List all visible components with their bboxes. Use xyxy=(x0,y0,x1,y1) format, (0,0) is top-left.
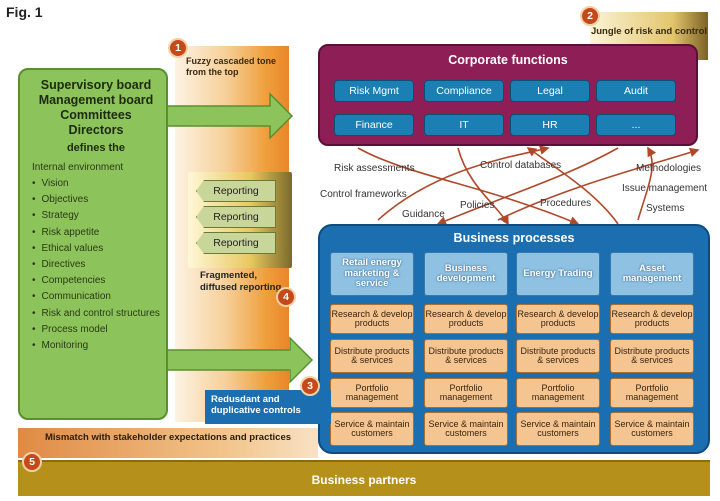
list-item: Strategy xyxy=(32,208,160,224)
list-item: Risk and control structures xyxy=(32,308,160,320)
flow-label: Guidance xyxy=(402,209,445,220)
function-hr: HR xyxy=(510,114,590,136)
badge-5: 5 xyxy=(22,452,42,472)
arrow-to-corporate xyxy=(150,92,294,140)
process-cell: Service & maintain customers xyxy=(330,412,414,446)
function-it: IT xyxy=(424,114,504,136)
column-header: Energy Trading xyxy=(516,252,600,296)
flow-label: Issue management xyxy=(622,183,708,194)
badge-4: 4 xyxy=(276,287,296,307)
column-header: Retail energy marketing & service xyxy=(330,252,414,296)
process-cell: Distribute products & services xyxy=(330,339,414,373)
column-header: Business development xyxy=(424,252,508,296)
process-cell: Research & develop products xyxy=(330,304,414,334)
process-cell: Portfolio management xyxy=(330,378,414,408)
board-line: Directors xyxy=(68,123,124,137)
fragmented-reporting-callout: Fragmented, diffused reporting xyxy=(200,270,282,293)
function-audit: Audit xyxy=(596,80,676,102)
list-item: Vision xyxy=(32,176,160,192)
defines-label: defines the xyxy=(66,142,126,154)
list-item: Risk appetite xyxy=(32,225,160,241)
process-cell: Service & maintain customers xyxy=(424,412,508,446)
function-finance: Finance xyxy=(334,114,414,136)
redundant-controls-callout: Redusdant and duplicative controls xyxy=(205,390,331,424)
function-risk-mgmt: Risk Mgmt xyxy=(334,80,414,102)
flow-label: Policies xyxy=(460,200,495,211)
function-legal: Legal xyxy=(510,80,590,102)
column-header: Asset management xyxy=(610,252,694,296)
list-item: Directives xyxy=(32,257,160,273)
function-more: ... xyxy=(596,114,676,136)
green-arrows xyxy=(150,92,314,384)
internal-environment-label: Internal environment xyxy=(32,162,124,173)
badge-2: 2 xyxy=(580,6,600,26)
mismatch-callout: Mismatch with stakeholder expectations a… xyxy=(18,428,318,458)
arrow-path xyxy=(357,147,580,226)
figure-label: Fig. 1 xyxy=(6,4,43,20)
process-cell: Research & develop products xyxy=(424,304,508,334)
badge-3: 3 xyxy=(300,376,320,396)
reporting-item: Reporting xyxy=(196,206,276,228)
list-item: Process model xyxy=(32,322,160,338)
process-cell: Distribute products & services xyxy=(610,339,694,373)
list-item: Monitoring xyxy=(32,338,160,354)
corporate-functions-title: Corporate functions xyxy=(448,53,568,67)
arrow-to-business xyxy=(150,336,314,384)
process-cell: Service & maintain customers xyxy=(610,412,694,446)
flow-label: Procedures xyxy=(540,198,592,209)
flow-label: Systems xyxy=(646,203,685,214)
process-cell: Research & develop products xyxy=(610,304,694,334)
list-item: Objectives xyxy=(32,192,160,208)
board-line: Management board xyxy=(38,93,154,107)
function-compliance: Compliance xyxy=(424,80,504,102)
arrow-path xyxy=(457,147,509,226)
list-item: Communication xyxy=(32,289,160,305)
process-cell: Distribute products & services xyxy=(516,339,600,373)
business-processes-title: Business processes xyxy=(453,231,575,245)
arrow-path xyxy=(497,147,700,221)
arrow-path xyxy=(637,146,657,221)
process-cell: Portfolio management xyxy=(424,378,508,408)
arrow-path xyxy=(436,147,619,226)
flow-label: Methodologies xyxy=(636,163,702,174)
flow-label: Risk assessments xyxy=(334,163,415,174)
process-cell: Distribute products & services xyxy=(424,339,508,373)
flow-label: Control databases xyxy=(480,160,562,171)
flow-label: Control frameworks xyxy=(320,189,407,200)
flow-arrows xyxy=(357,146,700,226)
list-item: Competencies xyxy=(32,273,160,289)
reporting-item: Reporting xyxy=(196,180,276,202)
governance-panel: Supervisory board Management board Commi… xyxy=(18,68,168,420)
board-line: Supervisory board xyxy=(40,78,152,92)
business-partners-bar: Business partners xyxy=(18,460,710,496)
process-cell: Portfolio management xyxy=(516,378,600,408)
arrow-path xyxy=(526,147,619,225)
environment-list: Vision Objectives Strategy Risk appetite… xyxy=(32,176,160,354)
process-cell: Research & develop products xyxy=(516,304,600,334)
reporting-item: Reporting xyxy=(196,232,276,254)
board-line: Committees xyxy=(60,108,132,122)
process-cell: Service & maintain customers xyxy=(516,412,600,446)
badge-1: 1 xyxy=(168,38,188,58)
fuzzy-tone-callout: Fuzzy cascaded tone from the top xyxy=(186,56,277,77)
list-item: Ethical values xyxy=(32,241,160,257)
process-cell: Portfolio management xyxy=(610,378,694,408)
